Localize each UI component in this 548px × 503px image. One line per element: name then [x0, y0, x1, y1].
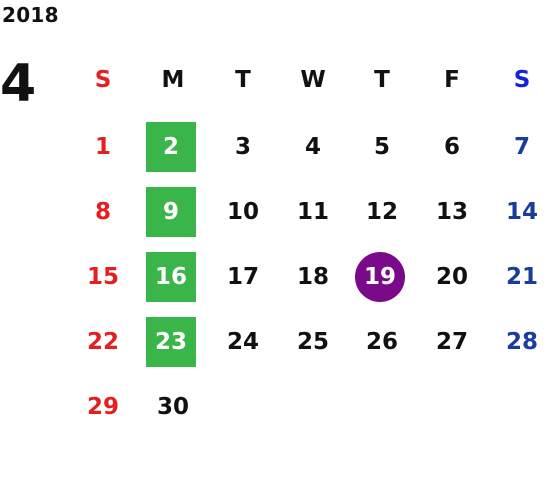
weekday-thu: T	[374, 67, 390, 93]
day-cell[interactable]: 17	[226, 264, 259, 290]
day-cell[interactable]: 18	[296, 264, 329, 290]
day-cell[interactable]: 20	[435, 264, 468, 290]
day-cell[interactable]: 29	[86, 394, 119, 420]
day-cell[interactable]: 7	[513, 134, 530, 160]
day-cell[interactable]: 3	[234, 134, 251, 160]
day-cell-highlighted[interactable]: 23	[146, 317, 196, 367]
day-cell[interactable]: 10	[226, 199, 259, 225]
day-cell-highlighted[interactable]: 9	[146, 187, 196, 237]
day-cell[interactable]: 28	[505, 329, 538, 355]
day-cell-highlighted[interactable]: 16	[146, 252, 196, 302]
week-row: 15 16 17 18 19 20 21	[68, 240, 548, 305]
day-cell[interactable]: 30	[156, 394, 189, 420]
day-cell[interactable]: 6	[443, 134, 460, 160]
day-cell[interactable]: 21	[505, 264, 538, 290]
day-cell[interactable]: 25	[296, 329, 329, 355]
day-cell[interactable]: 8	[94, 199, 111, 225]
weekday-mon: M	[161, 67, 185, 93]
day-cell[interactable]: 24	[226, 329, 259, 355]
weekday-tue: T	[235, 67, 251, 93]
day-cell[interactable]: 26	[365, 329, 398, 355]
week-row: 22 23 24 25 26 27 28	[68, 305, 548, 370]
weekday-sun: S	[94, 67, 112, 93]
week-row: 29 30	[68, 370, 548, 435]
day-cell[interactable]: 27	[435, 329, 468, 355]
calendar-grid: S M T W T F S 1 2 3 4 5 6 7 8 9 10 11 12…	[68, 45, 548, 435]
weekday-sat: S	[513, 67, 531, 93]
day-cell[interactable]: 22	[86, 329, 119, 355]
day-cell[interactable]: 15	[86, 264, 119, 290]
day-cell-highlighted[interactable]: 2	[146, 122, 196, 172]
weekday-fri: F	[444, 67, 460, 93]
week-row: 1 2 3 4 5 6 7	[68, 110, 548, 175]
day-cell[interactable]: 13	[435, 199, 468, 225]
day-cell[interactable]: 14	[505, 199, 538, 225]
day-cell[interactable]: 11	[296, 199, 329, 225]
day-cell-today[interactable]: 19	[355, 252, 405, 302]
week-row: 8 9 10 11 12 13 14	[68, 175, 548, 240]
day-cell[interactable]: 5	[373, 134, 390, 160]
weekday-header-row: S M T W T F S	[68, 45, 548, 110]
weekday-wed: W	[300, 67, 326, 93]
day-cell[interactable]: 4	[304, 134, 321, 160]
month-label: 4	[0, 54, 37, 114]
day-cell[interactable]: 1	[94, 134, 111, 160]
year-label: 2018	[2, 3, 59, 27]
day-cell[interactable]: 12	[365, 199, 398, 225]
